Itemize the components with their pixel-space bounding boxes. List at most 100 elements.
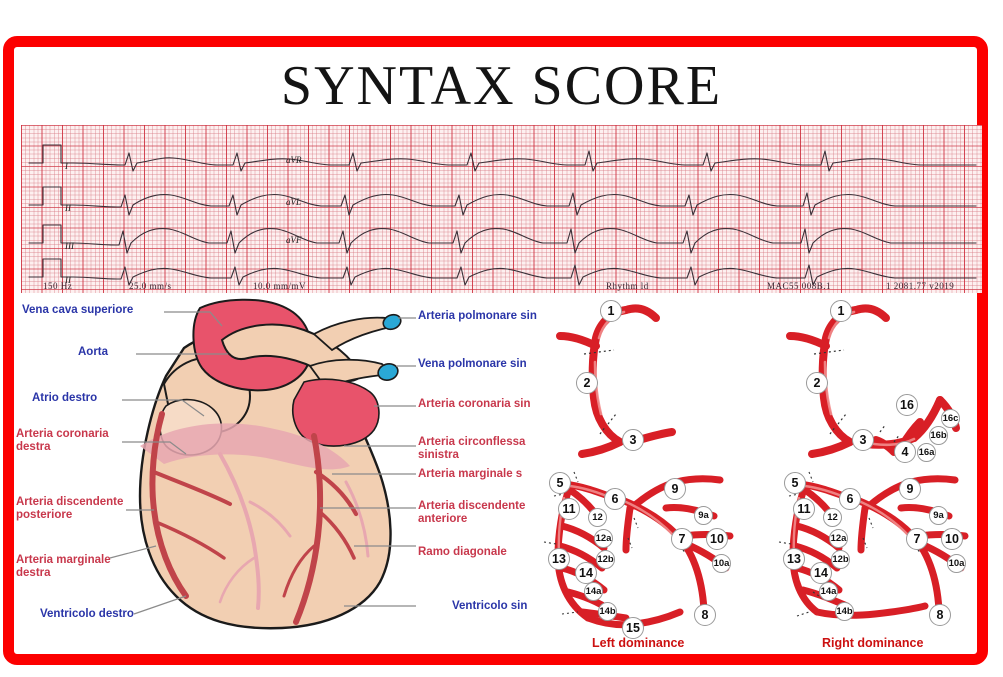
segment-14[interactable]: 14 bbox=[575, 562, 597, 584]
label-arteria-coronaria-sin: Arteria coronaria sin bbox=[418, 398, 531, 410]
segment-10[interactable]: 10 bbox=[941, 528, 963, 550]
segment-13[interactable]: 13 bbox=[548, 548, 570, 570]
segment-9[interactable]: 9 bbox=[664, 478, 686, 500]
segment-1[interactable]: 1 bbox=[830, 300, 852, 322]
segment-9a[interactable]: 9a bbox=[929, 506, 948, 525]
ecg-traces bbox=[28, 144, 977, 286]
segment-5[interactable]: 5 bbox=[549, 472, 571, 494]
coronary-sinus bbox=[140, 423, 350, 470]
vein-branch-3 bbox=[344, 480, 370, 558]
segment-3[interactable]: 3 bbox=[622, 429, 644, 451]
rca-branch-2 bbox=[154, 520, 226, 560]
ecg-lead-label-i: I bbox=[65, 161, 68, 171]
lca-left-dashes bbox=[543, 471, 687, 615]
segment-10a[interactable]: 10a bbox=[712, 554, 731, 573]
label-aorta: Aorta bbox=[78, 346, 109, 358]
segment-2[interactable]: 2 bbox=[806, 372, 828, 394]
ecg-footer-rhythm: Rhythm ld bbox=[606, 281, 649, 291]
label-arteria-marginale-destra: Arteria marginale destra bbox=[16, 554, 111, 579]
label-atrio-destro: Atrio destro bbox=[32, 392, 98, 404]
label-ventricolo-destro: Ventricolo destro bbox=[40, 608, 134, 620]
segment-14a[interactable]: 14a bbox=[819, 582, 838, 601]
segment-14a[interactable]: 14a bbox=[584, 582, 603, 601]
segment-14b[interactable]: 14b bbox=[835, 602, 854, 621]
segment-15[interactable]: 15 bbox=[622, 617, 644, 639]
segment-16[interactable]: 16 bbox=[896, 394, 918, 416]
segment-6[interactable]: 6 bbox=[604, 488, 626, 510]
label-arteria-discendente-anteriore: Arteria discendente anteriore bbox=[418, 500, 526, 525]
lad-artery bbox=[293, 433, 324, 625]
segment-12[interactable]: 12 bbox=[588, 508, 607, 527]
ecg-footer-gain: 10.0 mm/mV bbox=[253, 281, 307, 291]
ecg-lead-label-avr: aVR bbox=[286, 155, 302, 165]
segment-16a[interactable]: 16a bbox=[917, 443, 936, 462]
diagonal-branch-2 bbox=[318, 510, 356, 560]
segment-1[interactable]: 1 bbox=[600, 300, 622, 322]
left-atrium bbox=[292, 378, 380, 447]
segment-12b[interactable]: 12b bbox=[596, 550, 615, 569]
label-arteria-marginale-sin: Arteria marginale s bbox=[418, 468, 523, 480]
lower-panel: Vena cava superiore Aorta Atrio destro A… bbox=[14, 296, 989, 654]
heart-drawing bbox=[109, 298, 416, 630]
ecg-lead-label-avl: aVL bbox=[286, 197, 302, 207]
segment-14b[interactable]: 14b bbox=[598, 602, 617, 621]
segment-16c[interactable]: 16c bbox=[941, 409, 960, 428]
segment-13[interactable]: 13 bbox=[783, 548, 805, 570]
segment-3[interactable]: 3 bbox=[852, 429, 874, 451]
ecg-lead-label-rhythm: II bbox=[65, 275, 71, 285]
pulmonary-artery-lumen bbox=[382, 313, 402, 331]
diagonal-branch-3 bbox=[282, 544, 316, 598]
rca-left-dominance-tree: 1 2 3 bbox=[554, 296, 744, 466]
segment-8[interactable]: 8 bbox=[929, 604, 951, 626]
ecg-lead-label-ii: II bbox=[65, 203, 71, 213]
ecg-lead-label-iii: III bbox=[65, 241, 74, 251]
ecg-bold-grid bbox=[21, 125, 982, 293]
segment-2[interactable]: 2 bbox=[576, 372, 598, 394]
segment-9[interactable]: 9 bbox=[899, 478, 921, 500]
rca-right-dominance-tree: 1 2 3 4 16 16a 16b 16c bbox=[784, 296, 979, 466]
coronary-trees-panel: 1 2 3 bbox=[534, 296, 989, 654]
segment-10a[interactable]: 10a bbox=[947, 554, 966, 573]
rca-right-dashes bbox=[813, 349, 901, 443]
label-arteria-coronaria-destra: Arteria coronaria destra bbox=[16, 428, 109, 453]
segment-11[interactable]: 11 bbox=[793, 498, 815, 520]
ecg-lead-label-avf: aVF bbox=[286, 235, 302, 245]
segment-14[interactable]: 14 bbox=[810, 562, 832, 584]
label-vena-polmonare-sin: Vena polmonare sin bbox=[418, 358, 527, 370]
segment-4[interactable]: 4 bbox=[894, 441, 916, 463]
segment-6[interactable]: 6 bbox=[839, 488, 861, 510]
segment-9a[interactable]: 9a bbox=[694, 506, 713, 525]
ecg-footer-frequency: 150 Hz bbox=[43, 281, 73, 291]
segment-16b[interactable]: 16b bbox=[929, 426, 948, 445]
segment-5[interactable]: 5 bbox=[784, 472, 806, 494]
segment-12[interactable]: 12 bbox=[823, 508, 842, 527]
vein-branch-1 bbox=[248, 500, 292, 538]
segment-12a[interactable]: 12a bbox=[594, 529, 613, 548]
label-arteria-discendente-posteriore: Arteria discendente posteriore bbox=[16, 496, 124, 521]
diagonal-branch-1 bbox=[313, 469, 359, 517]
label-arteria-circonflessa-sinistra: Arteria circonflessa sinistra bbox=[418, 436, 526, 461]
rca-left-dashes bbox=[583, 349, 617, 435]
caption-left-dominance: Left dominance bbox=[592, 636, 685, 650]
heart-anatomy-illustration: Vena cava superiore Aorta Atrio destro A… bbox=[14, 296, 562, 646]
ecg-footer-version: 1 2081.77 v2019 bbox=[886, 281, 955, 291]
ecg-strip: I II III II aVR aVL aVF 150 Hz 25.0 mm/s… bbox=[21, 125, 982, 293]
segment-12b[interactable]: 12b bbox=[831, 550, 850, 569]
label-ventricolo-sin: Ventricolo sin bbox=[452, 600, 528, 612]
label-vena-cava-superiore: Vena cava superiore bbox=[22, 304, 134, 316]
segment-11[interactable]: 11 bbox=[558, 498, 580, 520]
segment-8[interactable]: 8 bbox=[694, 604, 716, 626]
label-ramo-diagonale: Ramo diagonale bbox=[418, 546, 507, 558]
lca-right-dominance-tree: 5 6 7 8 9 9a 10 10a 11 12 12a 12b 13 14 … bbox=[769, 464, 984, 632]
segment-7[interactable]: 7 bbox=[671, 528, 693, 550]
lca-left-dominance-tree: 5 6 7 8 9 9a 10 10a 11 12 12a 12b 13 14 … bbox=[534, 464, 744, 639]
page-title: SYNTAX SCORE bbox=[280, 55, 723, 117]
ecg-footer-speed: 25.0 mm/s bbox=[129, 281, 172, 291]
segment-12a[interactable]: 12a bbox=[829, 529, 848, 548]
segment-10[interactable]: 10 bbox=[706, 528, 728, 550]
segment-7[interactable]: 7 bbox=[906, 528, 928, 550]
leader-lines bbox=[109, 311, 416, 615]
caption-right-dominance: Right dominance bbox=[822, 636, 924, 650]
great-cardiac-vein bbox=[218, 452, 261, 610]
label-arteria-polmonare-sin: Arteria polmonare sin bbox=[418, 310, 537, 322]
